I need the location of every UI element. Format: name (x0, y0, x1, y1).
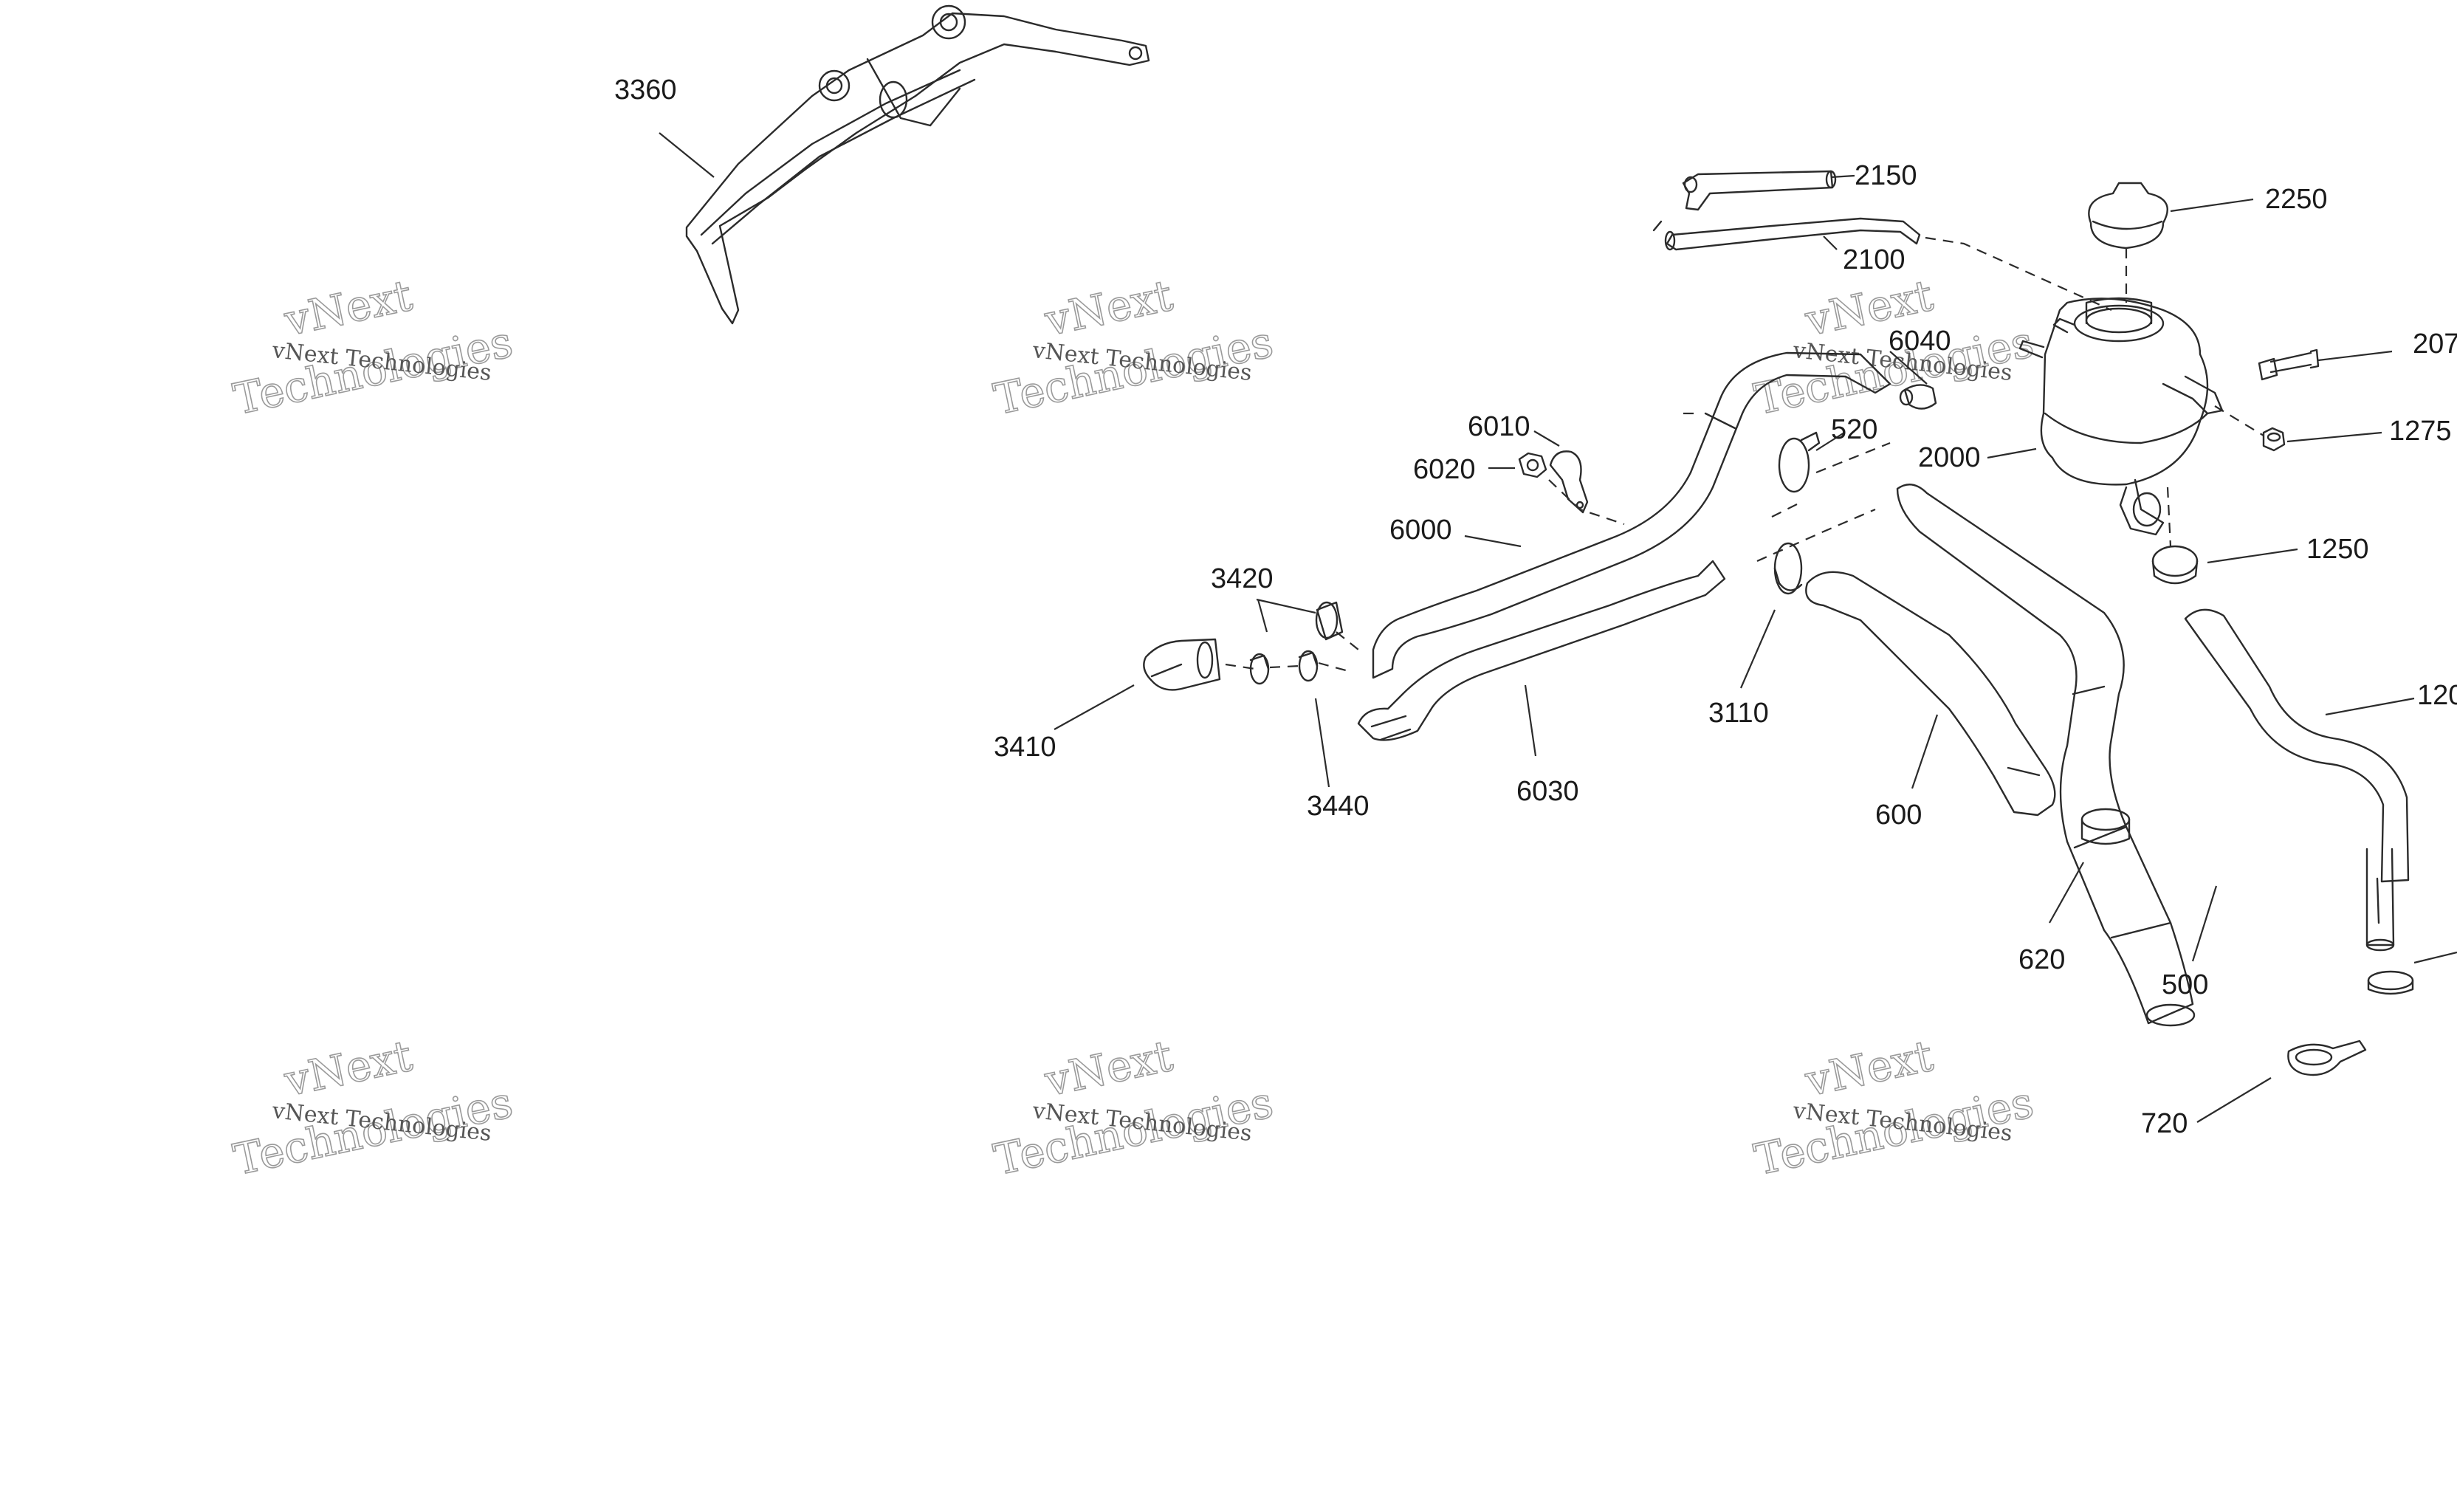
part-1200-clamp (2367, 970, 2414, 995)
watermark-large-top: vNext (280, 1031, 416, 1107)
watermark-6: vNext Technologies (1750, 1030, 2038, 1186)
callout-2250: 2250 (2265, 184, 2328, 215)
part-3410-elbow (1143, 638, 1221, 691)
callout-6040: 6040 (1889, 326, 1951, 357)
watermark-5: vNext Technologies (989, 1030, 1278, 1186)
part-3360-bracket (685, 4, 1150, 325)
callout-500: 500 (2162, 969, 2208, 1000)
part-2100-hose (1652, 217, 1921, 251)
callout-3420: 3420 (1211, 563, 1274, 594)
leader-lines (659, 132, 2457, 1123)
part-6010-clip (1549, 450, 1589, 514)
watermark-large-top: vNext (1801, 1031, 1937, 1107)
watermark-large-top: vNext (1040, 270, 1177, 346)
callout-2150: 2150 (1855, 160, 1917, 191)
assembly-lines (1225, 236, 2264, 673)
callout-2000: 2000 (1918, 442, 1981, 473)
part-6000-hose (1372, 351, 1891, 679)
callout-520: 520 (1831, 414, 1877, 445)
callout-600: 600 (1875, 800, 1922, 831)
part-2250-cap (2088, 182, 2168, 250)
part-520-clamp (1778, 431, 1821, 493)
callout-3360: 3360 (614, 75, 677, 106)
part-1200-hose (2184, 608, 2410, 952)
part-500-hose (1896, 484, 2196, 1027)
callout-3110: 3110 (1708, 698, 1769, 729)
part-620-clamp (2080, 808, 2131, 845)
callout-720: 720 (2141, 1108, 2188, 1139)
watermark-large-top: vNext (280, 270, 416, 346)
watermark-2: vNext Technologies (989, 269, 1278, 425)
callout-120: 120 (2417, 680, 2457, 711)
part-1250-clamp (2151, 545, 2199, 585)
callout-3410: 3410 (994, 732, 1056, 763)
part-3110-clamp (1773, 542, 1803, 595)
watermark-3: vNext Technologies (1750, 269, 2038, 425)
part-2000-tank (2018, 297, 2224, 536)
part-3440-clamp-b (1298, 650, 1319, 682)
part-3420-clamp (1315, 601, 1344, 641)
callout-1275: 1275 (2389, 416, 2452, 447)
part-2150-hose (1682, 170, 1837, 211)
callout-1250: 1250 (2306, 534, 2369, 565)
callout-620: 620 (2018, 944, 2065, 975)
part-6040-connector (1899, 384, 1937, 410)
watermark-1: vNext Technologies (229, 269, 518, 425)
watermark-4: vNext Technologies (229, 1030, 518, 1186)
part-720-clamp (2287, 1040, 2367, 1076)
callout-2100: 2100 (1843, 244, 1906, 275)
callout-207: 207 (2413, 329, 2457, 360)
part-2070-bolt (2258, 348, 2320, 381)
part-6030-hose (1357, 560, 1726, 741)
part-6020-nut (1518, 452, 1547, 478)
part-600-hose (1805, 571, 2056, 817)
part-3440-clamp-a (1249, 653, 1270, 685)
callout-6000: 6000 (1389, 515, 1452, 546)
callout-6020: 6020 (1413, 454, 1476, 485)
callout-6030: 6030 (1516, 776, 1579, 807)
callout-labels: 3360 2150 2100 2250 6040 207 6010 520 60… (614, 75, 2457, 1139)
watermark-large-top: vNext (1040, 1031, 1177, 1107)
callout-3440: 3440 (1307, 791, 1370, 822)
callout-6010: 6010 (1468, 411, 1530, 442)
part-1275-nut (2262, 427, 2286, 452)
